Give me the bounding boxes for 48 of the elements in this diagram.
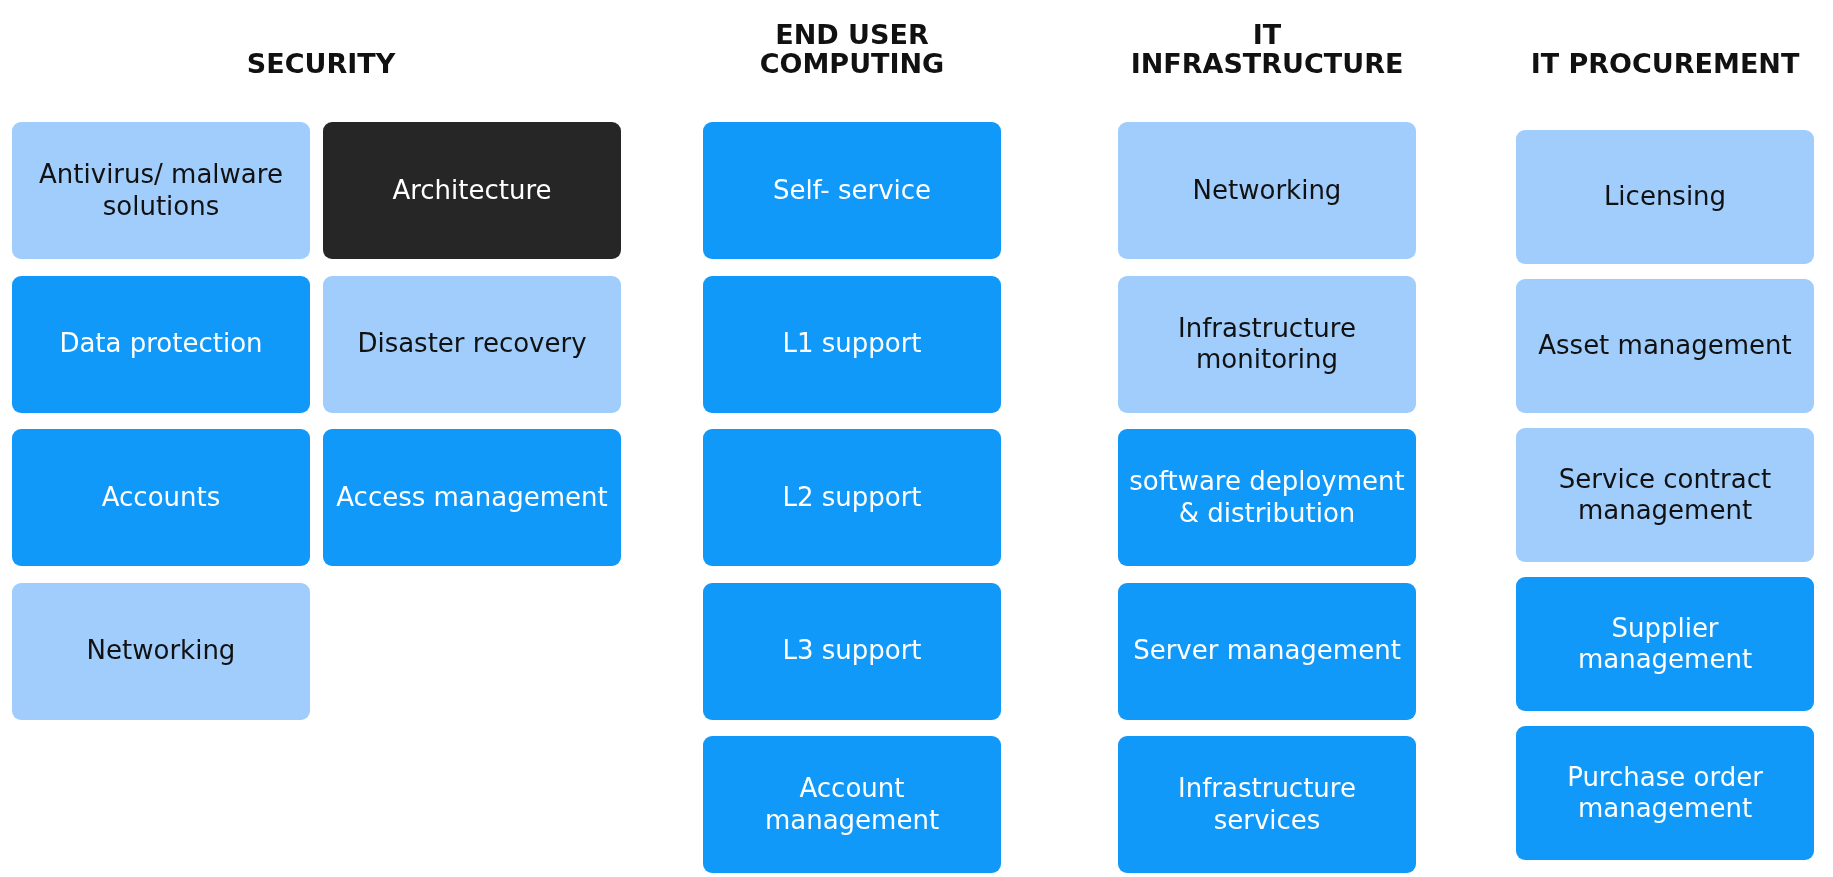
box-text: Infrastructure monitoring: [1177, 312, 1357, 376]
box-text: Asset management: [1538, 330, 1792, 362]
box-text: Disaster recovery: [357, 328, 587, 360]
service-box: [12, 429, 310, 566]
service-box: [1118, 122, 1416, 259]
box-text: Server management: [1133, 635, 1401, 667]
service-box: [1516, 726, 1814, 860]
box-text: Account management: [763, 773, 941, 836]
box-text: Accounts: [101, 481, 221, 514]
service-box: [703, 275, 1001, 413]
box-text: software deployment & distribution: [1128, 466, 1406, 529]
column-heading: IT INFRASTRUCTURE: [1129, 17, 1405, 78]
service-box: [12, 122, 310, 259]
service-box: [703, 582, 1001, 720]
box-text: L3 support: [782, 635, 922, 667]
service-box: [1118, 582, 1416, 720]
service-box: [1118, 275, 1416, 413]
service-box: [703, 429, 1001, 566]
service-box: [1516, 279, 1814, 413]
box-text: Antivirus/ malware solutions: [38, 159, 284, 222]
service-box: [12, 275, 310, 413]
box-text: Infrastructure services: [1177, 773, 1357, 836]
service-box: [1516, 130, 1814, 264]
service-box: [1118, 736, 1416, 873]
box-text: Data protection: [59, 328, 263, 360]
box-text: Supplier management: [1576, 612, 1754, 676]
box-text: Service contract management: [1557, 463, 1773, 527]
box-text: L1 support: [782, 328, 922, 360]
column-heading: SECURITY: [245, 46, 397, 78]
box-text: Licensing: [1603, 181, 1727, 213]
box-text: Purchase order management: [1566, 761, 1764, 825]
service-box: [323, 275, 621, 413]
box-text: Access management: [336, 481, 608, 514]
box-text: Networking: [1192, 174, 1342, 207]
box-text: Architecture: [392, 174, 552, 207]
service-box: [323, 122, 621, 259]
column-heading: IT PROCUREMENT: [1529, 46, 1801, 78]
column-heading: END USER COMPUTING: [758, 17, 946, 78]
service-box: [1516, 428, 1814, 562]
service-box: [1118, 429, 1416, 566]
box-text: L2 support: [782, 481, 922, 514]
service-box: [703, 736, 1001, 873]
service-box: [1516, 577, 1814, 711]
box-text: Self- service: [772, 174, 932, 207]
box-text: Networking: [86, 635, 236, 667]
service-box: [12, 582, 310, 720]
service-box: [323, 429, 621, 566]
service-box: [703, 122, 1001, 259]
